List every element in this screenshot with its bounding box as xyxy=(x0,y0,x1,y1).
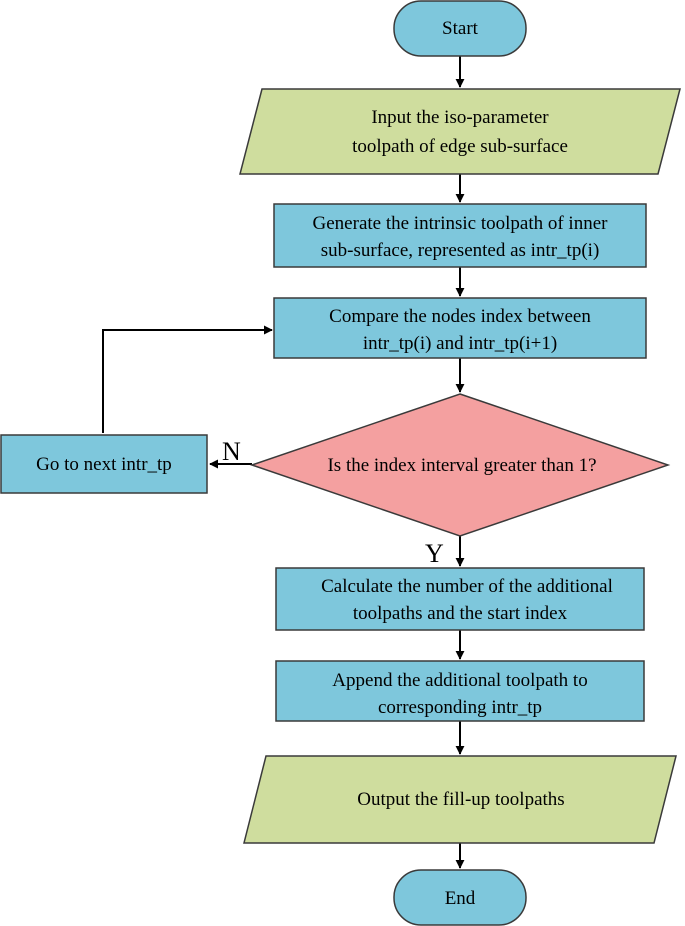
compare-label-line1: Compare the nodes index between xyxy=(329,306,591,327)
decision-label: Is the index interval greater than 1? xyxy=(327,455,596,476)
calculate-shape xyxy=(275,567,645,631)
decision-node: Is the index interval greater than 1? xyxy=(249,393,671,537)
generate-label-line2: sub-surface, represented as intr_tp(i) xyxy=(321,240,600,261)
generate-shape xyxy=(273,203,647,268)
output-node: Output the fill-up toolpaths xyxy=(243,755,677,844)
calculate-label-line2: toolpaths and the start index xyxy=(353,603,568,624)
append-label-line2: corresponding intr_tp xyxy=(378,697,542,718)
end-label: End xyxy=(445,888,476,909)
compare-shape xyxy=(273,297,647,359)
input-label-line1: Input the iso-parameter xyxy=(371,107,549,128)
generate-node: Generate the intrinsic toolpath of inner… xyxy=(273,203,647,268)
calculate-node: Calculate the number of the additional t… xyxy=(275,567,645,631)
next-node: Go to next intr_tp xyxy=(0,434,208,494)
output-label: Output the fill-up toolpaths xyxy=(357,789,564,810)
arrow-next-to-compare xyxy=(102,325,273,433)
calculate-label-line1: Calculate the number of the additional xyxy=(321,576,613,597)
generate-label-line1: Generate the intrinsic toolpath of inner xyxy=(313,213,609,234)
input-shape xyxy=(239,88,681,175)
output-shape xyxy=(243,755,677,844)
next-label: Go to next intr_tp xyxy=(36,454,172,475)
compare-node: Compare the nodes index between intr_tp(… xyxy=(273,297,647,359)
input-label-line2: toolpath of edge sub-surface xyxy=(352,136,568,157)
next-shape xyxy=(0,434,208,494)
connectors xyxy=(102,56,465,869)
input-node: Input the iso-parameter toolpath of edge… xyxy=(239,88,681,175)
start-node: Start xyxy=(393,0,527,57)
start-label: Start xyxy=(442,18,479,39)
yes-edge-label: Y xyxy=(425,539,444,568)
append-shape xyxy=(275,660,645,722)
decision-shape xyxy=(249,393,671,537)
append-node: Append the additional toolpath to corres… xyxy=(275,660,645,722)
compare-label-line2: intr_tp(i) and intr_tp(i+1) xyxy=(363,333,557,354)
no-edge-label: N xyxy=(222,437,241,466)
start-shape xyxy=(393,0,527,57)
append-label-line1: Append the additional toolpath to xyxy=(332,670,587,691)
end-shape xyxy=(393,869,527,926)
end-node: End xyxy=(393,869,527,926)
